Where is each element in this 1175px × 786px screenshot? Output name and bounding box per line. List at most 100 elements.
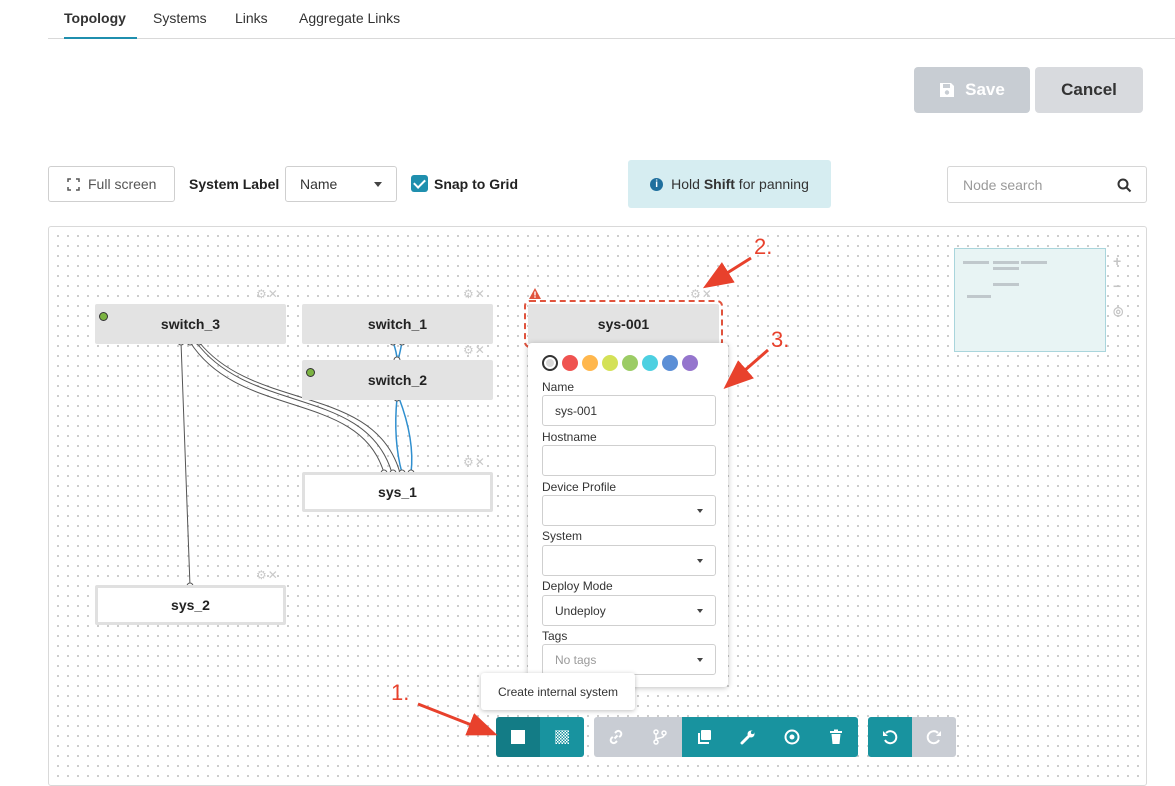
checkered-square-icon [555,730,569,744]
trash-icon [830,729,842,744]
search-input[interactable] [948,167,1108,202]
chevron-down-icon [374,182,382,187]
zoom-reset-icon[interactable]: ◎ [1113,304,1124,318]
node-label: switch_1 [367,316,428,332]
node-settings-icon[interactable]: ⚙✕ [463,343,486,357]
node-settings-icon[interactable]: ⚙✕ [463,455,486,469]
minimap[interactable] [954,248,1106,352]
tab-systems[interactable]: Systems [153,0,207,39]
hint-prefix: Hold [671,176,704,192]
name-value: sys-001 [555,403,598,418]
node-sys-2[interactable]: sys_2 [95,585,286,625]
tags-select[interactable]: No tags [542,644,716,675]
create-system-tooltip: Create internal system [481,673,635,710]
chevron-down-icon [697,658,703,662]
branch-button[interactable] [638,717,682,757]
deploy-mode-select[interactable]: Undeploy [542,595,716,626]
panning-hint: i Hold Shift for panning [628,160,831,208]
node-search [947,166,1147,203]
system-label: System [542,529,583,543]
node-settings-icon[interactable]: ⚙✕ [463,287,486,301]
square-icon [511,730,525,744]
name-field[interactable]: sys-001 [542,395,716,426]
tab-label: Links [235,10,268,26]
color-swatch[interactable] [582,355,598,371]
node-sys-1[interactable]: sys_1 [302,472,493,512]
tab-aggregate-links[interactable]: Aggregate Links [299,0,400,39]
hostname-label: Hostname [542,430,597,444]
system-label-value: Name [300,176,338,192]
minimap-preview [963,261,1047,298]
save-button[interactable]: Save [914,67,1030,113]
clone-icon [698,730,711,744]
hint-suffix: for panning [734,176,809,192]
create-external-system-button[interactable] [540,717,584,757]
node-switch-1[interactable]: switch_1 [302,304,493,344]
node-label: switch_2 [367,372,428,388]
node-label: switch_3 [160,316,221,332]
tab-label: Aggregate Links [299,10,401,26]
color-swatch[interactable] [542,355,558,371]
clone-button[interactable] [682,717,726,757]
warning-icon [529,288,541,299]
node-switch-2[interactable]: switch_2 [302,360,493,400]
tags-label: Tags [542,629,568,643]
node-switch-3[interactable]: switch_3 [95,304,286,344]
tab-links[interactable]: Links [235,0,268,39]
link-button[interactable] [594,717,638,757]
tags-placeholder: No tags [555,652,597,667]
color-swatch[interactable] [662,355,678,371]
node-settings-icon[interactable]: ⚙✕ [256,287,279,301]
fullscreen-button[interactable]: Full screen [48,166,175,202]
chevron-down-icon [697,509,703,513]
annotation-3: 3. [771,327,790,352]
color-swatch[interactable] [622,355,638,371]
save-icon [940,83,955,97]
system-select[interactable] [542,545,716,576]
search-icon[interactable] [1117,178,1132,193]
save-label: Save [965,80,1005,99]
snap-to-grid-toggle[interactable]: Snap to Grid [411,175,518,192]
redo-button[interactable] [912,717,956,757]
undo-button[interactable] [868,717,912,757]
cancel-button[interactable]: Cancel [1035,67,1143,113]
checkbox-checked-icon[interactable] [411,175,428,192]
node-sys-001[interactable]: sys-001 [524,300,723,348]
create-internal-system-button[interactable] [496,717,540,757]
color-swatch[interactable] [602,355,618,371]
node-label: sys_2 [171,597,210,613]
hint-text: Hold Shift for panning [671,176,809,192]
delete-button[interactable] [814,717,858,757]
name-label: Name [542,380,575,394]
tooltip-text: Create internal system [497,684,619,699]
color-palette [542,355,698,371]
hostname-field[interactable] [542,445,716,476]
node-settings-icon[interactable]: ⚙✕ [690,287,713,301]
annotation-2: 2. [754,234,773,259]
edit-tools-group [594,717,858,757]
node-label: sys_1 [378,484,417,500]
device-profile-select[interactable] [542,495,716,526]
deploy-mode-label: Deploy Mode [542,579,613,593]
deploy-mode-value: Undeploy [555,603,606,618]
node-settings-icon[interactable]: ⚙✕ [256,568,279,582]
system-label-select[interactable]: Name [285,166,397,202]
cancel-label: Cancel [1061,80,1117,99]
node-properties-popover: Name sys-001 Hostname Device Profile Sys… [528,343,728,687]
expand-icon [67,177,80,191]
status-indicator [306,368,315,377]
info-icon: i [650,177,664,191]
snap-label: Snap to Grid [434,175,518,192]
color-swatch[interactable] [682,355,698,371]
zoom-in-icon[interactable]: + [1113,253,1122,269]
history-group [868,717,956,757]
target-button[interactable] [770,717,814,757]
color-swatch[interactable] [562,355,578,371]
device-profile-label: Device Profile [542,480,617,494]
zoom-out-icon[interactable]: − [1113,278,1122,294]
color-swatch[interactable] [642,355,658,371]
fullscreen-label: Full screen [88,176,157,192]
link-icon [609,729,623,745]
properties-button[interactable] [726,717,770,757]
tab-topology[interactable]: Topology [64,0,137,39]
